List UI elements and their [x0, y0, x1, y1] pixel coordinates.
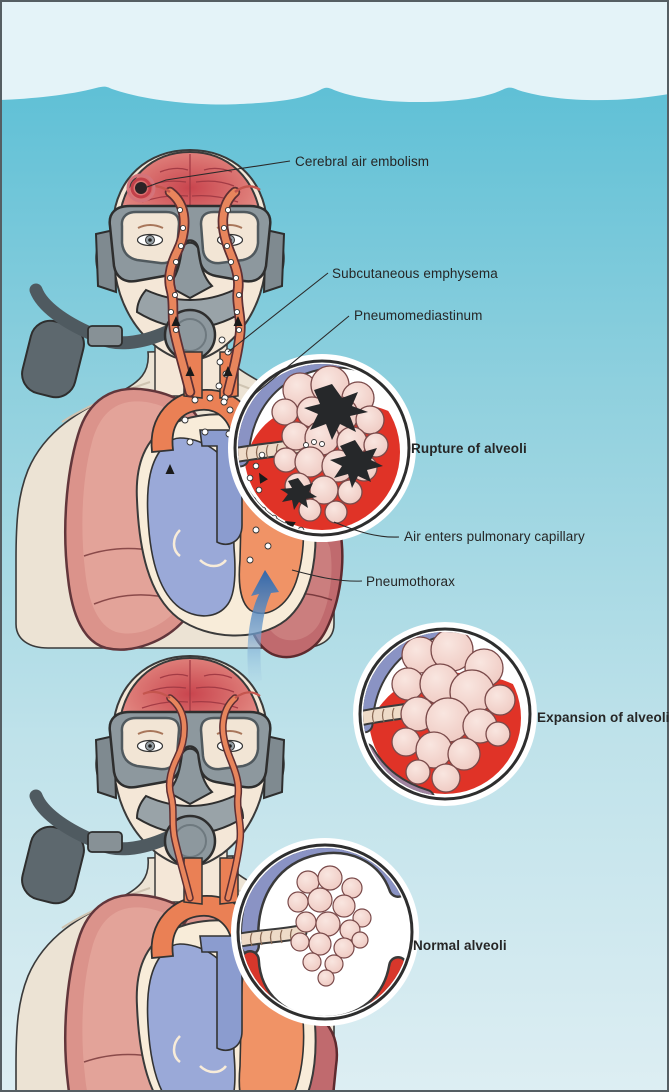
- label-expansion-of-alveoli: Expansion of alveoli: [537, 710, 669, 725]
- label-normal-alveoli: Normal alveoli: [413, 938, 507, 953]
- label-rupture-of-alveoli: Rupture of alveoli: [411, 441, 527, 456]
- label-subcutaneous-emphysema: Subcutaneous emphysema: [332, 266, 498, 281]
- up-arrow: [247, 570, 279, 682]
- label-pneumomediastinum: Pneumomediastinum: [354, 308, 483, 323]
- label-air-enters-pulmonary-capillary: Air enters pulmonary capillary: [404, 529, 585, 544]
- label-pneumothorax: Pneumothorax: [366, 574, 456, 589]
- alveolar-ruptures: [280, 384, 383, 510]
- normal-inset-circle: [231, 838, 419, 1026]
- alveoli-cluster-expanded: [391, 632, 516, 793]
- cerebral-embolism-spot: [126, 173, 156, 203]
- alveoli-cluster-normal: [287, 865, 372, 987]
- leader-lines: [146, 160, 400, 582]
- label-cerebral-air-embolism: Cerebral air embolism: [295, 154, 430, 169]
- expansion-inset-circle: [353, 622, 537, 806]
- rupture-inset-circle: [228, 354, 416, 542]
